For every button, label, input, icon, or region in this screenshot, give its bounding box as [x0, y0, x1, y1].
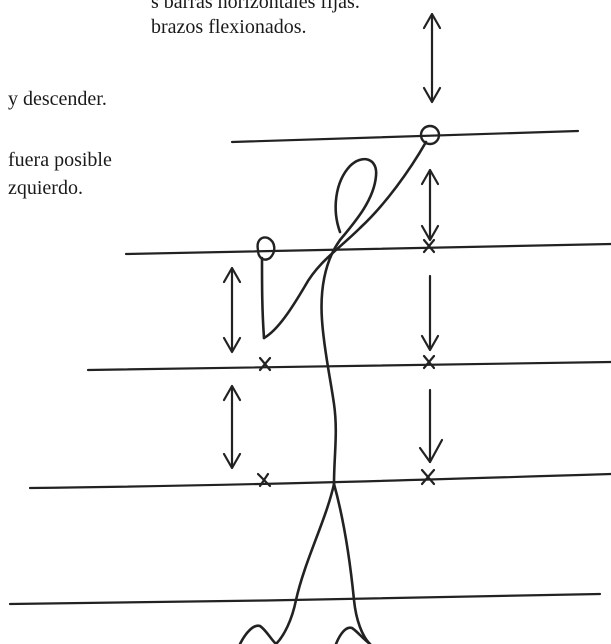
- horizontal-bar-4: [28, 472, 611, 490]
- cross-mark-right-bar-2: [422, 238, 436, 254]
- horizontal-bar-1: [230, 129, 580, 144]
- instruction-text-line-4: fuera posible: [8, 149, 112, 171]
- cross-mark-left-bar-3: [258, 356, 272, 372]
- arrow-down-right-3: [418, 388, 444, 464]
- left-hand-loop-icon: [256, 236, 276, 261]
- climber-arm-right: [262, 140, 428, 340]
- hand-grip-circle-icon: [419, 124, 441, 146]
- horizontal-bar-5: [8, 592, 602, 606]
- climber-foot-right: [334, 626, 372, 644]
- arrow-down-right-2: [420, 274, 440, 352]
- instruction-text-line-2: brazos flexionados.: [151, 16, 307, 38]
- climber-foot-left: [238, 624, 278, 644]
- instruction-text-line-3: y descender.: [8, 88, 107, 110]
- horizontal-bar-3: [86, 360, 611, 372]
- instruction-text-line-1: s barras horizontales fijas.: [151, 0, 360, 13]
- instruction-text-line-5: zquierdo.: [8, 177, 83, 199]
- arrow-double-top-right: [422, 12, 442, 104]
- climber-head-loop: [334, 157, 378, 242]
- climber-arm-left: [260, 256, 266, 340]
- arrow-double-left-1: [222, 266, 242, 354]
- arrow-double-left-2: [222, 384, 242, 470]
- cross-mark-right-bar-3: [422, 354, 436, 370]
- climber-leg-left: [274, 482, 336, 644]
- cross-mark-left-bar-4: [256, 472, 272, 488]
- arrow-double-right-1: [420, 168, 440, 242]
- climber-body: [320, 238, 342, 486]
- cross-mark-right-bar-4: [420, 468, 436, 486]
- climber-leg-right: [332, 482, 372, 644]
- horizontal-bar-2: [124, 242, 611, 256]
